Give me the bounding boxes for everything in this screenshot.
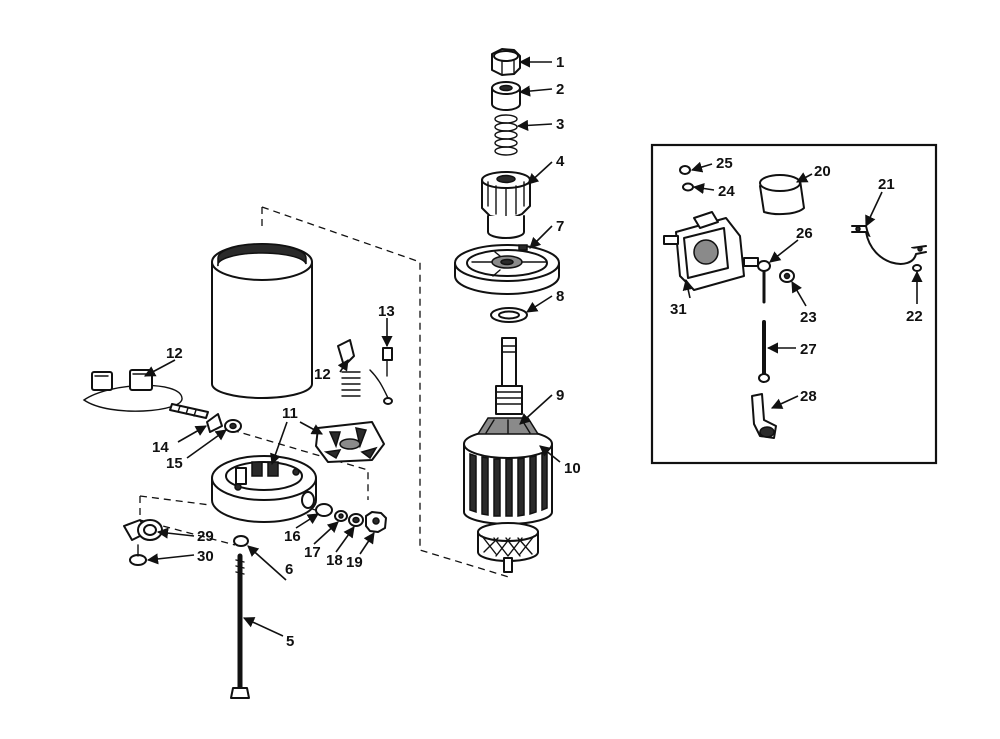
part-17-washer [334,510,348,522]
part-31-solenoid [663,211,759,291]
callout-11: 11 [282,405,298,422]
part-30-screw [129,544,147,566]
callout-2: 2 [556,81,564,98]
callout-13: 13 [378,303,395,320]
callout-1: 1 [556,54,564,71]
callout-10: 10 [564,460,581,477]
callout-15: 15 [166,455,183,472]
part-24-lockwasher [682,182,694,192]
callout-22: 22 [906,308,923,325]
part-23-nut [779,269,795,283]
part-4-drive-pinion [481,171,531,239]
callout-7: 7 [556,218,564,235]
part-14-bracket [206,413,223,433]
part-7-end-cap [454,244,560,295]
leader-lines [144,56,923,637]
part-25-nut [679,165,691,175]
callout-3: 3 [556,116,564,133]
callout-18: 18 [326,552,343,569]
part-21-mounting-strap [851,225,927,265]
callout-24: 24 [718,183,735,200]
part-11-commutator-end-head [211,455,317,523]
callout-5: 5 [286,633,294,650]
callout-17: 17 [304,544,321,561]
part-18-lockwasher [348,513,364,527]
callout-labels: 1 2 3 4 7 8 9 10 6 5 11 12 12 13 14 15 1… [152,54,923,650]
part-1-nut [491,48,521,76]
field-frame-housing [211,243,313,399]
callout-12-right: 12 [314,366,331,383]
callout-14: 14 [152,439,169,456]
part-12-brush-set-right [337,339,361,397]
part-11-brush-holder [315,421,385,463]
callout-26: 26 [796,225,813,242]
part-15-washer [224,419,242,433]
callout-30: 30 [197,548,214,565]
part-13-screw-terminal [369,347,393,405]
part-22-screw [912,264,922,272]
part-26-eyelet [757,260,771,272]
part-6-washer [233,535,249,547]
callout-9: 9 [556,387,564,404]
part-28-terminal-boot [751,393,777,439]
callout-29: 29 [197,528,214,545]
part-20-boot [759,174,805,216]
callout-19: 19 [346,554,363,571]
callout-6: 6 [285,561,293,578]
callout-27: 27 [800,341,817,358]
callout-25: 25 [716,155,733,172]
callout-21: 21 [878,176,895,193]
part-29-clamp [123,519,163,541]
part-19-nut [365,511,387,533]
callout-20: 20 [814,163,831,180]
part-5-through-bolt [230,553,250,699]
part-8-washer [490,307,528,323]
callout-16: 16 [284,528,301,545]
callout-4: 4 [556,153,565,170]
part-9-armature-shaft [495,337,523,415]
part-10-armature-core [463,417,553,573]
callout-23: 23 [800,309,817,326]
callout-28: 28 [800,388,817,405]
part-3-spring [494,114,518,156]
part-16-insulator [315,503,333,517]
part-27-cable [758,270,770,383]
callout-31: 31 [670,301,687,318]
part-2-spacer [491,81,521,111]
callout-12-left: 12 [166,345,183,362]
callout-8: 8 [556,288,564,305]
part-12-brush-set-left [82,369,209,419]
